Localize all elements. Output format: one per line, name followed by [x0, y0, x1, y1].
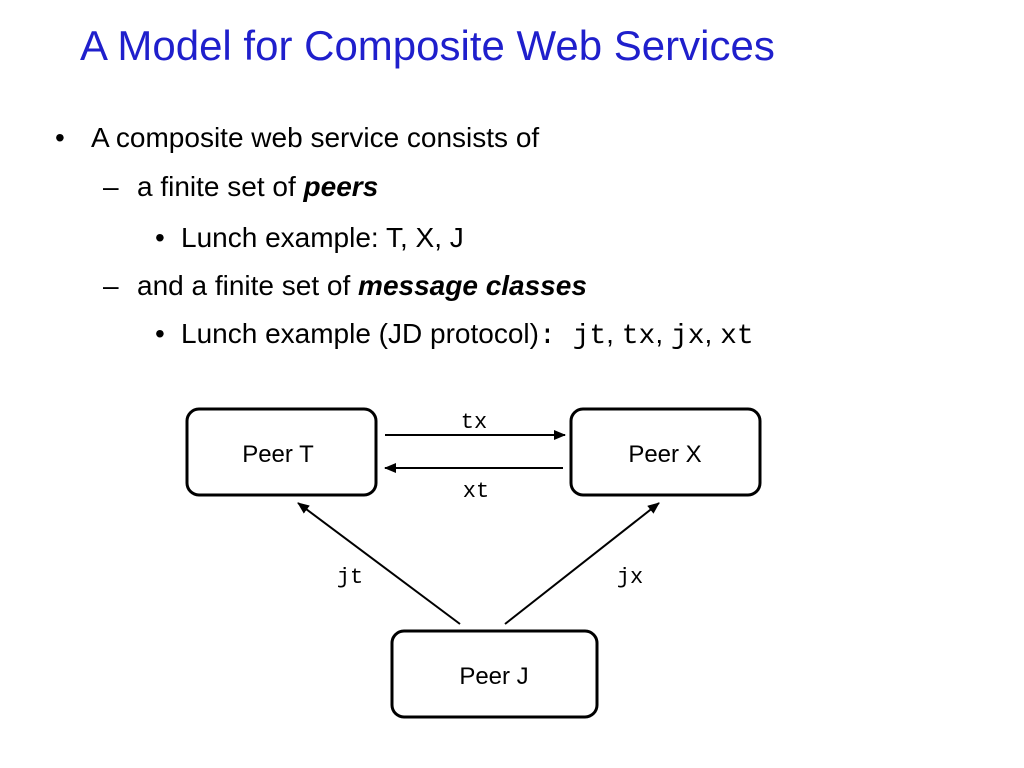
- peer-t-node: Peer T: [185, 407, 378, 497]
- sub-bullet-message-classes: –and a finite set of message classes: [103, 269, 587, 303]
- code-jx: jx: [670, 321, 705, 352]
- bullet-composite-service: • A composite web service consists of: [55, 121, 539, 155]
- bullet-text: Lunch example (JD protocol): [181, 318, 539, 349]
- emphasis-peers: peers: [303, 171, 379, 202]
- peer-x-node: Peer X: [569, 407, 762, 497]
- dash-marker: –: [103, 270, 119, 301]
- message-label-jx: jx: [617, 565, 643, 590]
- bullet-marker: •: [155, 222, 165, 253]
- bullet-text: a finite set of: [137, 171, 304, 202]
- arrow-jx: [504, 502, 660, 625]
- comma-separator: ,: [704, 318, 721, 349]
- code-jt: jt: [572, 321, 607, 352]
- sub-bullet-peers: –a finite set of peers: [103, 170, 378, 204]
- bullet-marker: •: [155, 318, 165, 349]
- colon-separator: :: [538, 321, 573, 352]
- message-label-xt: xt: [463, 479, 489, 504]
- message-label-tx: tx: [461, 410, 487, 435]
- message-label-jt: jt: [337, 565, 363, 590]
- peer-t-label: Peer T: [242, 441, 314, 468]
- bullet-marker: •: [55, 122, 65, 153]
- peer-x-label: Peer X: [628, 441, 701, 468]
- sub-sub-bullet-message-example: • Lunch example (JD protocol): jt, tx, jx…: [155, 317, 754, 354]
- bullet-text: and a finite set of: [137, 270, 359, 301]
- slide-title: A Model for Composite Web Services: [80, 22, 775, 69]
- emphasis-message-classes: message classes: [358, 270, 587, 301]
- arrow-jt: [297, 502, 461, 625]
- bullet-text: A composite web service consists of: [91, 122, 540, 153]
- comma-separator: ,: [655, 318, 671, 349]
- sub-sub-bullet-peer-example: • Lunch example: T, X, J: [155, 221, 464, 255]
- code-xt: xt: [720, 321, 754, 352]
- comma-separator: ,: [606, 318, 622, 349]
- code-tx: tx: [621, 321, 656, 352]
- peer-j-node: Peer J: [390, 629, 599, 719]
- peer-j-label: Peer J: [459, 663, 528, 690]
- bullet-text: Lunch example: T, X, J: [181, 222, 464, 253]
- dash-marker: –: [103, 171, 119, 202]
